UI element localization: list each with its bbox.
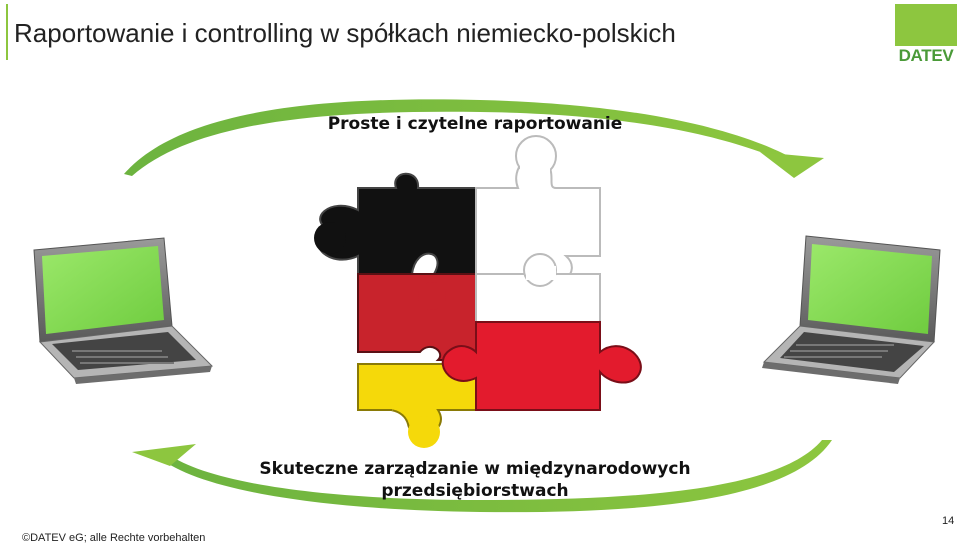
slide-title: Raportowanie i controlling w spółkach ni…: [14, 18, 676, 48]
logo-square: [895, 4, 957, 46]
top-arrow-icon: [124, 99, 824, 178]
right-laptop-icon: [762, 235, 941, 384]
polish-flag-puzzle-icon: [441, 135, 642, 411]
page-number: 14: [942, 515, 955, 527]
left-laptop-icon: [33, 237, 214, 384]
bottom-caption: Skuteczne zarządzanie w międzynarodowych…: [220, 458, 730, 502]
top-caption: Proste i czytelne raportowanie: [327, 114, 623, 134]
bottom-caption-line-2: przedsiębiorstwach: [381, 481, 569, 501]
bottom-arrow-icon: [132, 440, 832, 513]
bottom-caption-line-1: Skuteczne zarządzanie w międzynarodowych: [259, 459, 691, 479]
title-accent-bar: [6, 4, 8, 60]
logo-text: DATEV: [898, 46, 954, 65]
datev-logo: DATEV: [895, 4, 957, 65]
copyright-footer: ©DATEV eG; alle Rechte vorbehalten: [22, 532, 206, 544]
